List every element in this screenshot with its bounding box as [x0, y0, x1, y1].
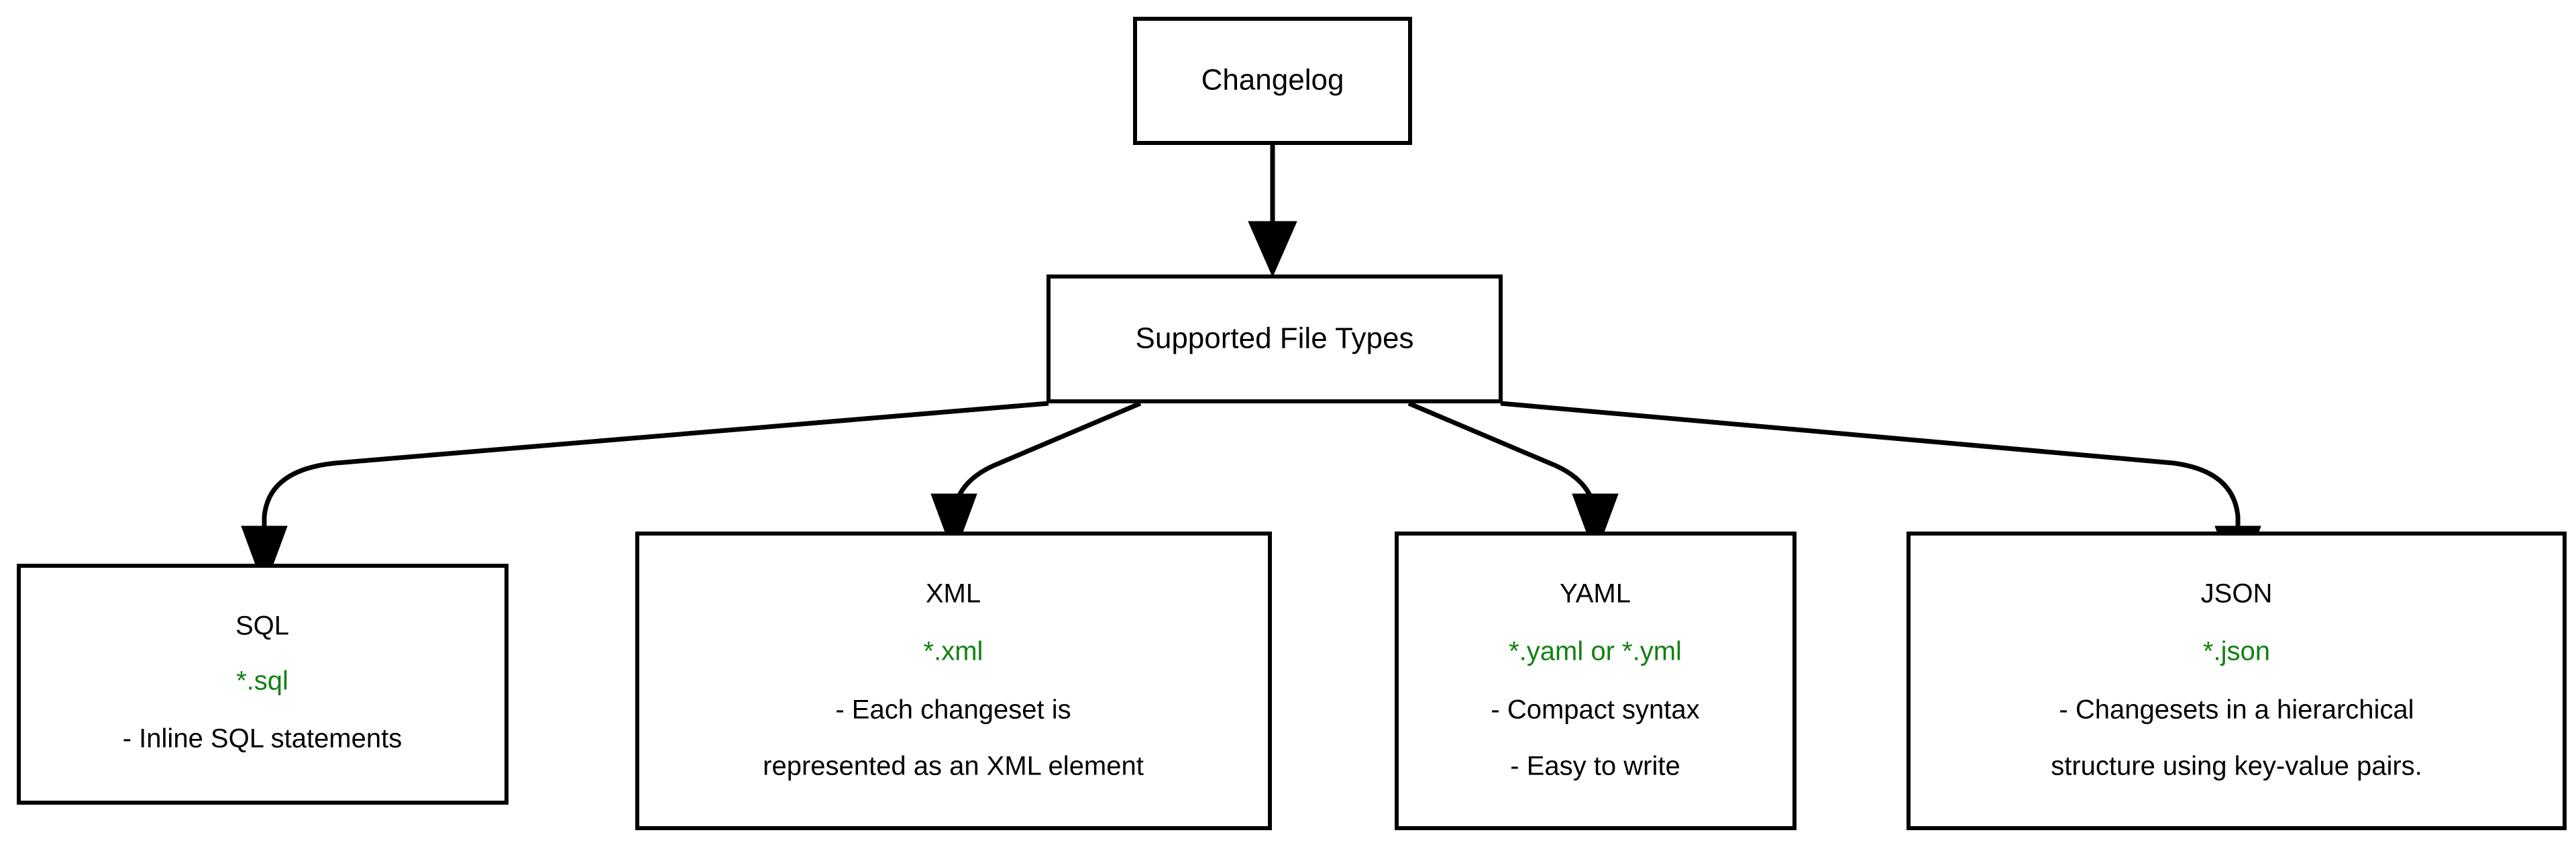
node-xml-title: XML: [926, 579, 981, 609]
node-yaml[interactable]: YAML *.yaml or *.yml - Compact syntax - …: [1395, 532, 1796, 830]
node-yaml-extension: *.yaml or *.yml: [1509, 637, 1682, 666]
node-sql-title: SQL: [235, 611, 289, 641]
edge-supported-to-sql: [241, 401, 1049, 589]
node-sql[interactable]: SQL *.sql - Inline SQL statements: [17, 564, 508, 805]
node-xml-description-line-2: represented as an XML element: [763, 752, 1144, 781]
edge-changelog-to-supported: [1248, 145, 1297, 278]
node-json-extension: *.json: [2203, 637, 2270, 666]
node-json[interactable]: JSON *.json - Changesets in a hierarchic…: [1907, 532, 2567, 830]
node-changelog-label: Changelog: [1201, 64, 1344, 97]
node-yaml-description-line-2: - Easy to write: [1510, 752, 1680, 781]
edge-supported-to-xml: [930, 401, 1142, 557]
edge-supported-to-yaml: [1407, 401, 1619, 557]
node-changelog-box[interactable]: [1133, 17, 1412, 145]
node-supported-file-types-label: Supported File Types: [1136, 322, 1414, 355]
node-changelog[interactable]: Changelog: [1133, 17, 1412, 145]
node-xml[interactable]: XML *.xml - Each changeset is represente…: [635, 532, 1272, 830]
node-sql-box[interactable]: [17, 564, 508, 805]
node-yaml-description-line-1: - Compact syntax: [1491, 695, 1699, 725]
node-yaml-title: YAML: [1560, 579, 1631, 609]
node-json-title: JSON: [2201, 579, 2273, 609]
node-xml-description-line-1: - Each changeset is: [835, 695, 1071, 725]
node-yaml-box[interactable]: [1395, 532, 1796, 830]
node-supported-file-types-box[interactable]: [1046, 274, 1503, 403]
node-sql-extension: *.sql: [236, 666, 288, 696]
node-sql-description-line-1: - Inline SQL statements: [123, 724, 402, 754]
node-json-description-line-1: - Changesets in a hierarchical: [2059, 695, 2414, 725]
node-xml-box[interactable]: [635, 532, 1272, 830]
node-supported-file-types[interactable]: Supported File Types: [1046, 274, 1503, 403]
node-json-description-line-2: structure using key-value pairs.: [2051, 752, 2422, 781]
node-xml-extension: *.xml: [924, 637, 983, 666]
node-json-box[interactable]: [1907, 532, 2567, 830]
